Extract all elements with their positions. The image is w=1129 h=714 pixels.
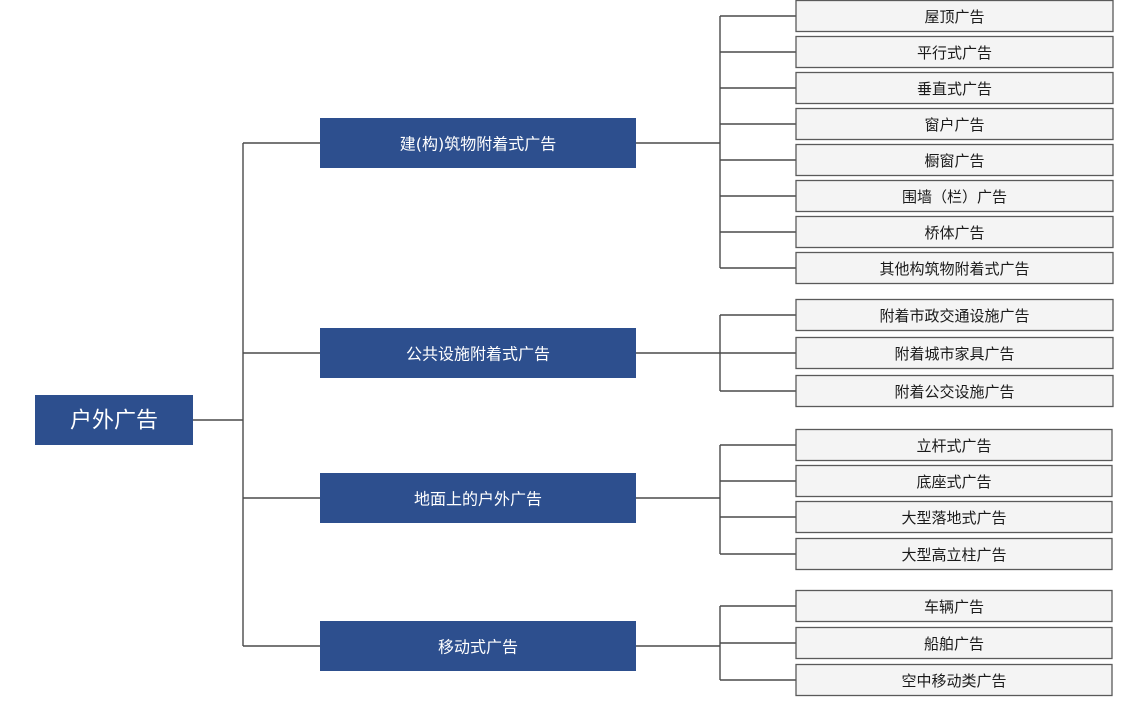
category-node-2-label: 地面上的户外广告 (414, 490, 542, 509)
leaf-node-2-0-box (795, 428, 1113, 462)
leaf-nodes: 屋顶广告平行式广告垂直式广告窗户广告橱窗广告围墙（栏）广告桥体广告其他构筑物附着… (795, 0, 1114, 697)
leaf-node-1-0-box (795, 298, 1114, 332)
leaf-node-2-2: 大型落地式广告 (795, 500, 1113, 534)
leaf-node-0-3: 窗户广告 (795, 107, 1114, 141)
leaf-node-0-0: 屋顶广告 (795, 0, 1114, 33)
leaf-node-0-2-box (795, 71, 1114, 105)
leaf-node-3-0-box (795, 589, 1113, 623)
root-node-label: 户外广告 (70, 409, 158, 434)
leaf-node-3-2: 空中移动类广告 (795, 663, 1113, 697)
leaf-node-0-0-box (795, 0, 1114, 33)
leaf-node-1-1-box (795, 336, 1114, 370)
leaf-node-0-1-box (795, 35, 1114, 69)
leaf-node-1-1-label: 附着城市家具广告 (894, 345, 1014, 363)
leaf-node-2-1-box (795, 464, 1113, 498)
leaf-node-1-2-box (795, 374, 1114, 408)
leaf-node-2-3-label: 大型高立柱广告 (901, 546, 1006, 564)
leaf-node-0-5: 围墙（栏）广告 (795, 179, 1114, 213)
leaf-node-0-1-label: 平行式广告 (917, 44, 992, 62)
leaf-node-2-1: 底座式广告 (795, 464, 1113, 498)
category-node-0: 建(构)筑物附着式广告 (320, 118, 636, 168)
category-node-1: 公共设施附着式广告 (320, 328, 636, 378)
leaf-node-0-7: 其他构筑物附着式广告 (795, 251, 1114, 285)
leaf-node-1-0-label: 附着市政交通设施广告 (879, 307, 1029, 325)
leaf-node-0-7-box (795, 251, 1114, 285)
category-node-1-box (320, 328, 636, 378)
leaf-node-0-2-label: 垂直式广告 (917, 80, 992, 98)
leaf-node-2-1-label: 底座式广告 (916, 473, 991, 491)
leaf-node-2-0: 立杆式广告 (795, 428, 1113, 462)
leaf-node-0-5-box (795, 179, 1114, 213)
leaf-node-3-2-label: 空中移动类广告 (901, 672, 1006, 690)
category-node-3: 移动式广告 (320, 621, 636, 671)
leaf-node-1-1: 附着城市家具广告 (795, 336, 1114, 370)
leaf-node-0-0-label: 屋顶广告 (924, 8, 984, 26)
leaf-node-3-2-box (795, 663, 1113, 697)
leaf-node-3-0: 车辆广告 (795, 589, 1113, 623)
leaf-node-0-3-box (795, 107, 1114, 141)
leaf-node-1-0: 附着市政交通设施广告 (795, 298, 1114, 332)
leaf-node-0-3-label: 窗户广告 (924, 116, 984, 134)
leaf-node-0-2: 垂直式广告 (795, 71, 1114, 105)
leaf-node-0-5-label: 围墙（栏）广告 (902, 188, 1007, 206)
leaf-node-0-1: 平行式广告 (795, 35, 1114, 69)
leaf-node-2-2-label: 大型落地式广告 (901, 509, 1006, 527)
leaf-node-3-0-label: 车辆广告 (924, 598, 984, 616)
leaf-node-0-6-label: 桥体广告 (924, 224, 984, 242)
leaf-node-0-7-label: 其他构筑物附着式广告 (879, 260, 1029, 278)
leaf-node-2-3-box (795, 537, 1113, 571)
leaf-node-3-1-box (795, 626, 1113, 660)
connector-lines (193, 15, 796, 681)
leaf-node-3-1-label: 船舶广告 (924, 635, 984, 653)
leaf-node-2-2-box (795, 500, 1113, 534)
leaf-node-0-4-label: 橱窗广告 (924, 152, 984, 170)
category-node-2-box (320, 473, 636, 523)
category-node-3-label: 移动式广告 (438, 638, 518, 657)
leaf-node-1-2-label: 附着公交设施广告 (894, 383, 1014, 401)
leaf-node-0-6-box (795, 215, 1114, 249)
leaf-node-2-3: 大型高立柱广告 (795, 537, 1113, 571)
leaf-node-2-0-label: 立杆式广告 (916, 437, 991, 455)
category-node-0-box (320, 118, 636, 168)
leaf-node-3-1: 船舶广告 (795, 626, 1113, 660)
category-node-3-box (320, 621, 636, 671)
leaf-node-0-6: 桥体广告 (795, 215, 1114, 249)
root-node: 户外广告 (35, 395, 193, 445)
category-node-1-label: 公共设施附着式广告 (406, 345, 550, 364)
category-node-0-label: 建(构)筑物附着式广告 (400, 135, 557, 154)
leaf-node-0-4: 橱窗广告 (795, 143, 1114, 177)
leaf-node-0-4-box (795, 143, 1114, 177)
root-node-box (35, 395, 193, 445)
leaf-node-1-2: 附着公交设施广告 (795, 374, 1114, 408)
category-node-2: 地面上的户外广告 (320, 473, 636, 523)
